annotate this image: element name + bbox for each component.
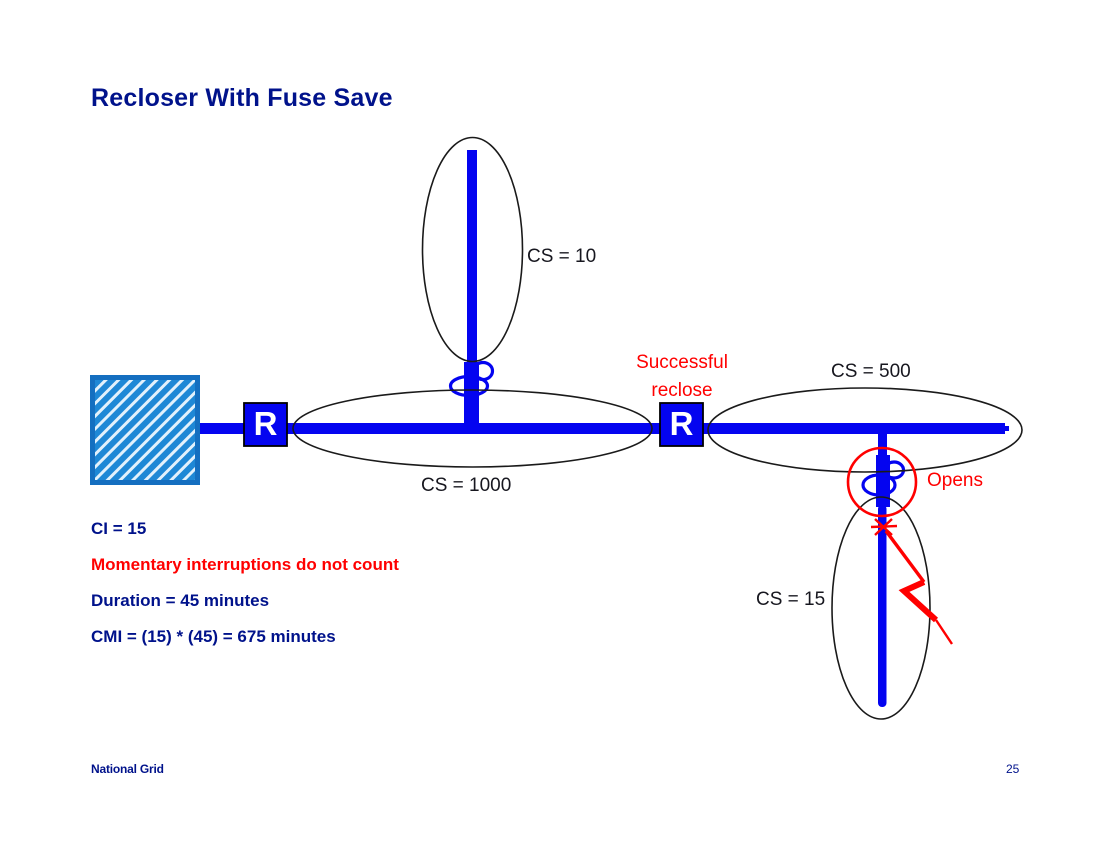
feeder-line bbox=[200, 423, 1005, 434]
cs-1000-label: CS = 1000 bbox=[421, 475, 512, 496]
opens-label: Opens bbox=[927, 470, 983, 491]
recloser-1-box bbox=[243, 402, 288, 447]
cs-15-label: CS = 15 bbox=[756, 589, 826, 610]
footer-brand: National Grid bbox=[91, 762, 164, 776]
lightning-icon bbox=[884, 529, 953, 645]
successful-reclose-label: Successful reclose bbox=[620, 349, 744, 405]
note-cmi: CMI = (15) * (45) = 675 minutes bbox=[91, 627, 336, 646]
customers-ellipse-top bbox=[421, 136, 524, 363]
note-ci: CI = 15 bbox=[91, 519, 147, 538]
note-momentary: Momentary interruptions do not count bbox=[91, 555, 399, 574]
note-duration: Duration = 45 minutes bbox=[91, 591, 270, 610]
feeder-end-tick bbox=[1005, 426, 1009, 431]
fuse-icon bbox=[882, 460, 906, 480]
recloser-2-box bbox=[659, 402, 704, 447]
top-lateral-line bbox=[467, 150, 477, 428]
substation-icon bbox=[90, 375, 200, 485]
cs-10-label: CS = 10 bbox=[527, 246, 597, 267]
customers-ellipse-bottom bbox=[831, 496, 931, 720]
successful-reclose-line1: Successful bbox=[636, 352, 728, 373]
opens-circle-icon bbox=[846, 446, 918, 518]
slide-title: Recloser With Fuse Save bbox=[91, 84, 393, 112]
page-number: 25 bbox=[1006, 762, 1020, 776]
fuse-icon bbox=[448, 374, 490, 398]
recloser-2-label: R bbox=[669, 405, 694, 442]
cs-500-label: CS = 500 bbox=[831, 361, 911, 382]
fuse-icon bbox=[861, 473, 897, 497]
customers-ellipse-main bbox=[292, 389, 653, 468]
bottom-lateral-line bbox=[878, 505, 887, 707]
successful-reclose-line2: reclose bbox=[651, 380, 713, 401]
fault-x-icon bbox=[870, 518, 898, 536]
customers-ellipse-right bbox=[707, 387, 1023, 473]
recloser-1-label: R bbox=[253, 405, 278, 442]
